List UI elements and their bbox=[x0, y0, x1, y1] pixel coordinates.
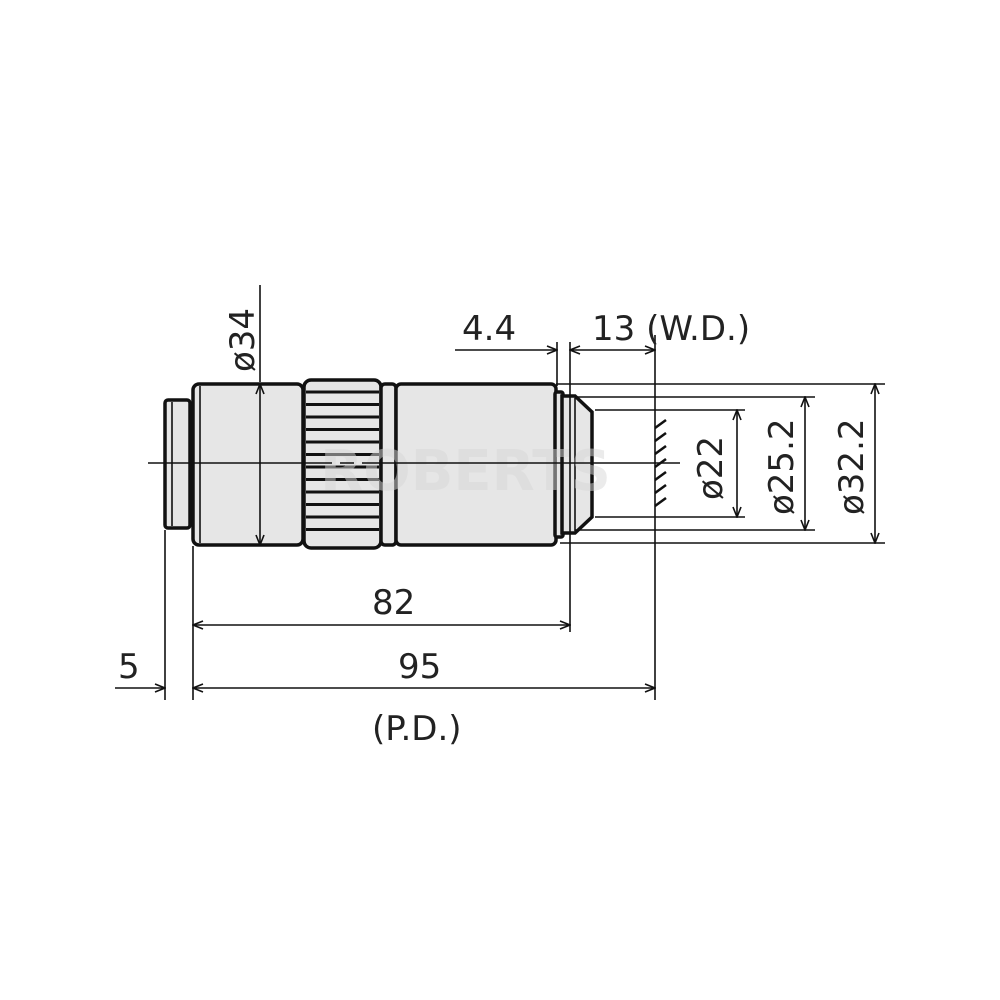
hatch-line bbox=[654, 483, 667, 495]
label-dia-22: ø22 bbox=[691, 436, 731, 500]
lens-body bbox=[163, 378, 594, 550]
label-dia-34: ø34 bbox=[223, 308, 263, 372]
rear-thread bbox=[163, 398, 192, 530]
specimen-hatching bbox=[654, 418, 667, 508]
hatch-line bbox=[654, 457, 667, 469]
label-82: 82 bbox=[372, 583, 415, 623]
knurl-lines bbox=[306, 390, 379, 531]
dimension-lines bbox=[115, 350, 875, 688]
hatch-line bbox=[654, 418, 667, 430]
label-dia-32-2: ø32.2 bbox=[832, 418, 872, 515]
hatch-line bbox=[654, 470, 667, 482]
hatch-line bbox=[654, 496, 667, 508]
label-5: 5 bbox=[118, 647, 140, 687]
extension-lines bbox=[164, 285, 885, 700]
label-working-distance: 13 (W.D.) bbox=[592, 309, 750, 349]
label-4-4: 4.4 bbox=[462, 309, 516, 349]
hatch-line bbox=[654, 444, 667, 456]
label-95: 95 bbox=[398, 647, 441, 687]
label-dia-25-2: ø25.2 bbox=[762, 418, 802, 515]
rear-barrel bbox=[191, 382, 305, 547]
hatch-line bbox=[654, 431, 667, 443]
label-parfocal-distance: (P.D.) bbox=[372, 709, 462, 749]
watermark: ROBERTS bbox=[320, 439, 611, 504]
